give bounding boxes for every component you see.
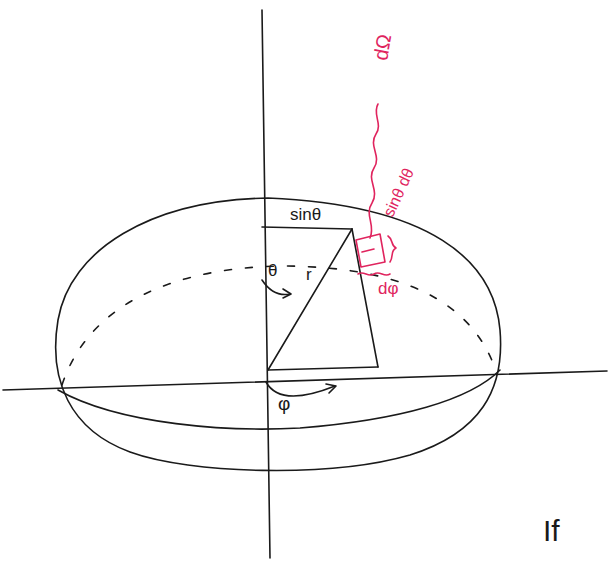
arc-length-label: sinθ dθ — [381, 166, 417, 220]
solid-angle-label: dΩ — [370, 33, 394, 62]
horizontal-axis — [3, 371, 607, 390]
patch-mark — [362, 249, 374, 252]
solid-angle-patch — [356, 234, 385, 267]
sin-theta-segment — [262, 227, 352, 229]
phi-label: φ — [278, 394, 290, 413]
wavy-mark — [358, 273, 390, 275]
theta-arc — [262, 280, 290, 294]
text-fragment: If — [543, 516, 560, 546]
leader-line — [369, 104, 378, 238]
back-equator — [62, 266, 495, 385]
theta-label: θ — [268, 262, 277, 279]
sphere-outline — [56, 198, 501, 470]
brace — [388, 236, 396, 262]
dphi-label: dφ — [378, 280, 398, 297]
front-equator — [58, 370, 500, 429]
phi-arc — [266, 382, 335, 396]
radius-line — [268, 229, 352, 370]
radius-label: r — [306, 266, 312, 283]
projection-line — [352, 229, 378, 367]
base-line — [268, 367, 378, 370]
sin-theta-label: sinθ — [290, 206, 321, 223]
theta-arrowhead — [283, 289, 291, 298]
phi-arrowhead — [326, 384, 336, 393]
